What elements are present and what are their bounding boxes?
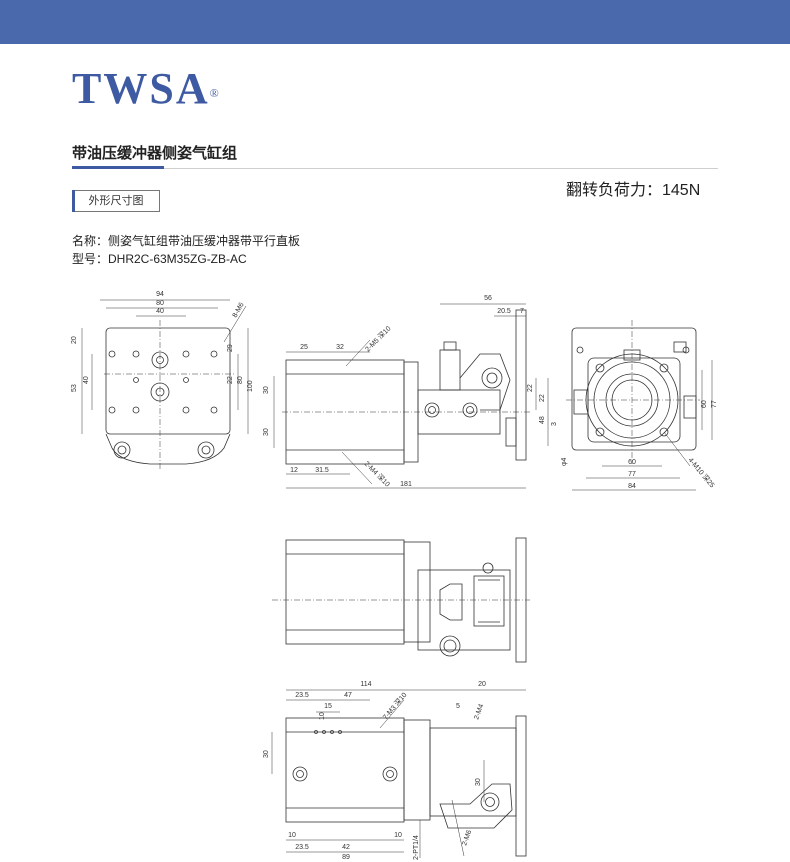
product-name: 名称：侧姿气缸组带油压缓冲器带平行直板 [72,234,301,248]
dim-15: 15 [324,703,332,710]
dim-60-v: 60 [701,400,708,408]
load-spec: 翻转负荷力：145N [566,182,701,199]
dim-30-b: 30 [263,428,270,436]
product-model: 型号：DHR2C-63M35ZG-ZB-AC [72,252,247,266]
dim-2-m5: 2-M5 深10 [363,324,393,354]
registered-mark: ® [209,86,219,100]
dim-80-v: 80 [237,376,244,384]
dim-25: 25 [300,344,308,351]
dim-4-m10: 4-M10 深25 [686,456,716,490]
dim-20-b: 20 [478,681,486,688]
dim-2-m4: 2-M4 深10 [363,459,393,489]
dim-22: 22 [227,376,234,384]
dim-30-d: 30 [475,778,482,786]
dim-53: 53 [71,384,78,392]
dim-30-a: 30 [263,386,270,394]
section-title: 带油压缓冲器侧姿气缸组 [72,145,238,162]
brand-name: TWSA [72,64,210,113]
plate-top-view-labels: 94 80 40 8-M6 20 40 53 29 22 80 100 [71,291,254,392]
top-banner [0,0,790,44]
dim-22-b: 22 [539,394,546,402]
dim-181: 181 [400,481,412,488]
dim-7-m3: 7-M3 深10 [381,690,409,721]
dim-23-5-b: 23.5 [295,844,309,851]
dim-42: 42 [342,844,350,851]
dim-89: 89 [342,854,350,861]
dim-22-a: 22 [527,384,534,392]
dim-56: 56 [484,295,492,302]
dim-phi4: φ4 [561,457,568,466]
dim-77-v: 77 [711,400,718,408]
dim-10-a: 10 [319,712,326,720]
dim-47: 47 [344,692,352,699]
dim-10-c: 10 [394,832,402,839]
cylinder-extended-view [271,689,527,858]
brand-logo: TWSA® [72,64,219,114]
cylinder-extended-view-labels: 114 20 23.5 47 15 7-M3 深10 5 2-M4 10 30 … [263,681,486,861]
dim-23-5: 23.5 [295,692,309,699]
dim-20: 20 [71,336,78,344]
dim-2-m4-b: 2-M4 [473,703,485,720]
dim-48: 48 [539,416,546,424]
section-divider-accent [72,166,164,169]
dim-12: 12 [290,467,298,474]
cylinder-front-view [566,320,713,491]
dim-84: 84 [628,483,636,490]
dim-80: 80 [156,300,164,307]
dimension-drawing-tag: 外形尺寸图 [72,190,160,212]
cylinder-top-view [272,537,530,663]
dim-29: 29 [227,344,234,352]
dim-2-pt1-4: 2-PT1/4 [413,835,420,860]
dim-114: 114 [360,681,371,688]
dim-94: 94 [156,291,164,298]
dim-20-5: 20.5 [497,308,511,315]
dim-7: 7 [520,308,524,315]
dim-77: 77 [628,471,636,478]
dim-100: 100 [247,380,254,392]
dim-3: 3 [551,422,558,426]
dim-40: 40 [156,308,164,315]
dim-60: 60 [628,459,636,466]
dim-2-m6: 2-M6 [461,829,473,846]
plate-top-view [81,299,249,470]
cylinder-side-view-labels: 25 32 2-M5 深10 56 20.5 7 30 30 22 22 48 … [263,295,558,489]
dim-31-5: 31.5 [315,467,329,474]
dim-32: 32 [336,344,344,351]
dim-30-c: 30 [263,750,270,758]
dim-40-v: 40 [83,376,90,384]
cylinder-side-view [273,303,549,489]
section-divider [72,168,718,169]
dim-10-b: 10 [288,832,296,839]
dim-5: 5 [456,703,460,710]
dimension-drawings: 94 80 40 8-M6 20 40 53 29 22 80 100 [71,291,718,861]
